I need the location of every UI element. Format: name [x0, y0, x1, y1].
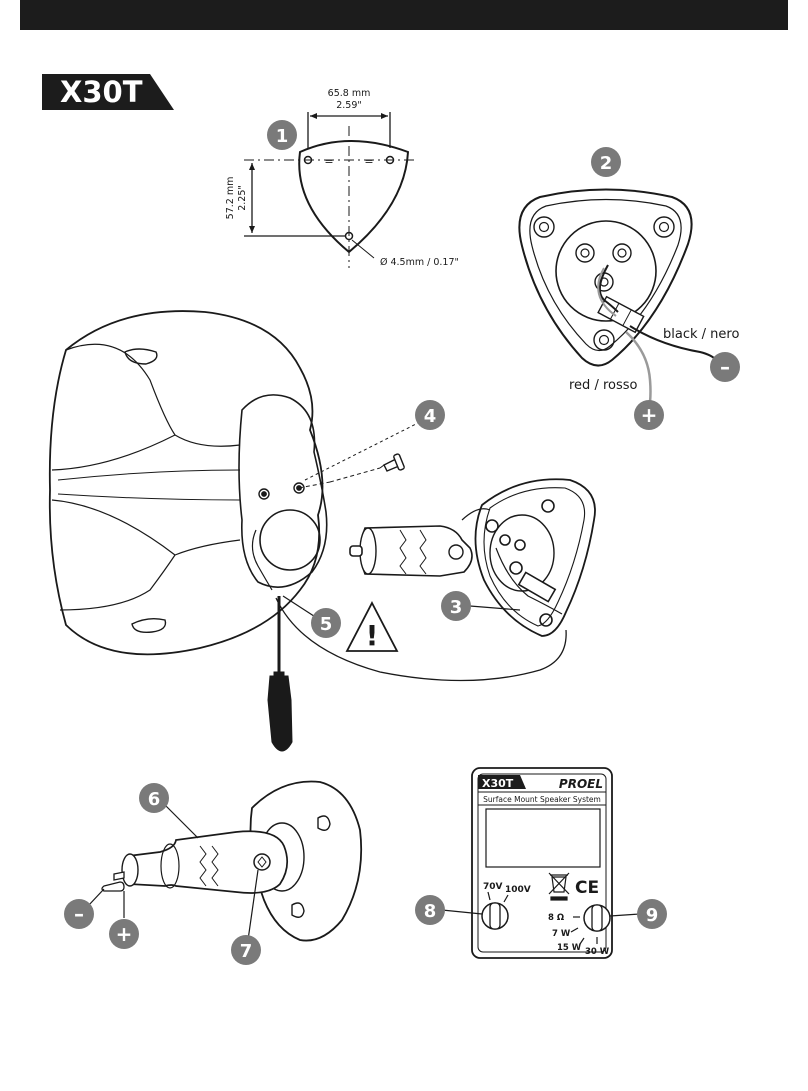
step-badge-9: 9: [637, 899, 667, 929]
power-tap-selector-switch[interactable]: [583, 904, 611, 932]
step-badge-5: 5: [311, 608, 341, 638]
tap-30w-label: 30 W: [585, 947, 610, 957]
detail-positive-pin-icon: +: [109, 919, 139, 949]
width-mm-label: 65.8 mm: [328, 88, 371, 99]
svg-text:–: –: [74, 902, 84, 926]
tap-15w-label: 15 W: [557, 943, 582, 953]
negative-terminal-icon: –: [710, 352, 740, 382]
step-badge-6: 6: [139, 783, 169, 813]
tap-8ohm-label: 8 Ω: [548, 913, 564, 923]
detail-negative-pin-icon: –: [64, 899, 94, 929]
black-wire-label: black / nero: [663, 327, 739, 342]
speaker-rear-view: [48, 310, 567, 682]
voltage-selector-switch[interactable]: [481, 902, 509, 930]
svg-text:8: 8: [424, 901, 437, 922]
voltage-70-label: 70V: [483, 882, 503, 892]
bracket-assembly: [349, 478, 596, 637]
height-in-label: 2.25": [237, 185, 248, 211]
step-badge-3: 3: [441, 591, 471, 621]
header-bar: [20, 0, 788, 30]
mounting-screw-icon: [298, 453, 405, 489]
step1-mounting-template: [244, 112, 418, 268]
svg-text:6: 6: [148, 789, 161, 810]
red-wire-label: red / rosso: [569, 378, 638, 393]
svg-text:2: 2: [600, 153, 613, 174]
step-badge-7: 7: [231, 935, 261, 965]
speaker-label-plate: X30T PROEL Surface Mount Speaker System …: [441, 767, 641, 959]
weee-icon: [548, 872, 570, 901]
step-badge-4: 4: [415, 400, 445, 430]
positive-terminal-icon: +: [634, 400, 664, 430]
ce-mark: CE: [575, 878, 599, 898]
svg-text:7: 7: [240, 941, 253, 962]
svg-text:3: 3: [450, 597, 463, 618]
step-badges: 1 2 3 4 5 6 7 8: [139, 120, 667, 965]
svg-text:5: 5: [320, 614, 333, 635]
svg-text:–: –: [720, 355, 730, 379]
step2-bracket-wiring: [518, 188, 717, 403]
step-badge-8: 8: [415, 895, 445, 925]
model-title: X30T: [60, 75, 143, 109]
svg-text:+: +: [641, 403, 658, 427]
plate-brand: PROEL: [559, 777, 603, 791]
svg-text:!: !: [366, 619, 379, 652]
plate-subtitle: Surface Mount Speaker System: [483, 795, 601, 804]
step-badge-2: 2: [591, 147, 621, 177]
svg-text:9: 9: [646, 905, 659, 926]
tap-7w-label: 7 W: [552, 929, 571, 939]
step-badge-1: 1: [267, 120, 297, 150]
model-title-tag: X30T: [42, 74, 174, 110]
hole-diameter-label: Ø 4.5mm / 0.17": [380, 257, 459, 268]
svg-text:+: +: [116, 922, 133, 946]
voltage-100-label: 100V: [505, 885, 531, 895]
equal-mark-left: =: [324, 155, 333, 168]
equal-mark-right: =: [364, 155, 373, 168]
svg-text:1: 1: [276, 126, 289, 147]
svg-text:4: 4: [424, 406, 437, 427]
warning-icon: !: [345, 601, 399, 652]
plate-model: X30T: [482, 777, 514, 790]
bracket-detail-6-7: [87, 780, 363, 942]
height-mm-label: 57.2 mm: [225, 177, 236, 220]
screwdriver-icon: [267, 596, 293, 752]
width-in-label: 2.59": [336, 100, 362, 111]
